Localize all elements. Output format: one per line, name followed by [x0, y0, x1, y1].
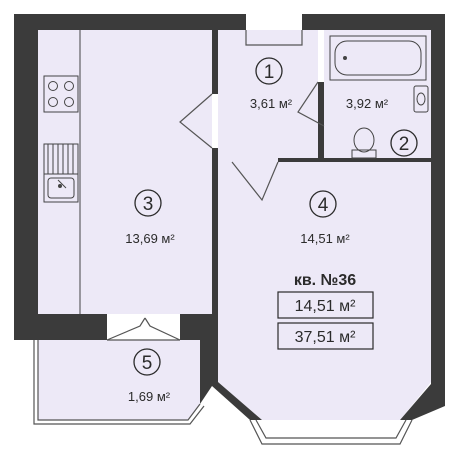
thin-lines: [33, 339, 413, 445]
sink-icon: [43, 173, 79, 203]
washbasin-icon: [413, 85, 429, 113]
walls: [14, 14, 445, 420]
room-area: 13,69 м²: [125, 231, 175, 246]
room-number: 1: [264, 62, 275, 83]
door-kitchen-swing: [179, 93, 213, 149]
balcony-outline: [37, 340, 201, 421]
room-number: 2: [399, 134, 410, 155]
living-area-value: 14,51 м²: [295, 298, 356, 315]
room-number-circle: [255, 57, 283, 85]
room-2-bathroom-fill: [324, 30, 431, 162]
wall-kitchen-hall-lower: [212, 148, 218, 340]
living-area-box: [277, 291, 374, 319]
doors: [106, 30, 325, 341]
wall-top-right: [302, 14, 445, 30]
room-3-kitchen-fill: [38, 30, 212, 314]
room-labels: 1 3,61 м² 2 3,92 м² 3 13,69 м² 4 14,51 м…: [125, 57, 418, 404]
wall-kitchen-bottom-left: [14, 314, 107, 340]
total-area-value: 37,51 м²: [295, 329, 356, 346]
room-2-label: 2 3,92 м²: [346, 96, 418, 157]
balcony-door-left-leaf: [106, 317, 146, 341]
wall-hall-living: [278, 158, 324, 162]
room-area: 3,92 м²: [346, 96, 389, 111]
room-number-circle: [133, 348, 161, 376]
bathtub-icon: [329, 35, 427, 81]
wall-kitchen-bottom-right: [180, 314, 218, 340]
wall-kitchen-hall-upper: [212, 30, 218, 94]
bathroom-fixtures: [329, 35, 429, 159]
room-number-circle: [390, 129, 418, 157]
door-living-swing: [231, 161, 279, 202]
kitchen-fixtures: [43, 30, 81, 314]
apartment-number: кв. №36: [294, 272, 356, 289]
wall-bay-right: [400, 384, 445, 420]
room-3-label: 3 13,69 м²: [125, 189, 175, 246]
room-number: 3: [143, 194, 154, 215]
bay-window-glass-outer: [249, 419, 413, 445]
balcony-door-right-leaf: [144, 317, 181, 341]
entrance-door: [245, 30, 303, 46]
room-number: 4: [318, 195, 329, 216]
total-area-box: [277, 322, 374, 350]
room-4-living-fill: [218, 162, 431, 420]
room-area: 3,61 м²: [250, 96, 293, 111]
bay-window-glass-inner: [255, 419, 407, 439]
room-1-label: 1 3,61 м²: [250, 57, 293, 111]
apartment-summary: кв. №36 14,51 м² 37,51 м²: [277, 272, 374, 350]
wall-top-left: [14, 14, 246, 30]
wall-bay-left: [200, 340, 262, 420]
wall-right: [431, 14, 445, 384]
room-number-circle: [134, 189, 162, 217]
toilet-icon: [351, 127, 377, 159]
room-1-hall-fill: [218, 30, 318, 162]
balcony-rail: [33, 340, 205, 425]
room-number-circle: [309, 190, 337, 218]
room-area: 1,69 м²: [128, 389, 171, 404]
room-5-label: 5 1,69 м²: [128, 348, 171, 404]
wall-bath-living: [324, 158, 431, 162]
wall-left: [14, 14, 38, 340]
room-fills: [38, 30, 431, 420]
room-area: 14,51 м²: [300, 231, 350, 246]
room-4-label: 4 14,51 м²: [300, 190, 350, 246]
stove-icon: [43, 75, 79, 113]
door-bath-swing: [297, 81, 325, 127]
wall-hall-bath: [318, 82, 324, 162]
room-number: 5: [142, 353, 153, 374]
room-5-balcony-fill: [38, 340, 200, 420]
